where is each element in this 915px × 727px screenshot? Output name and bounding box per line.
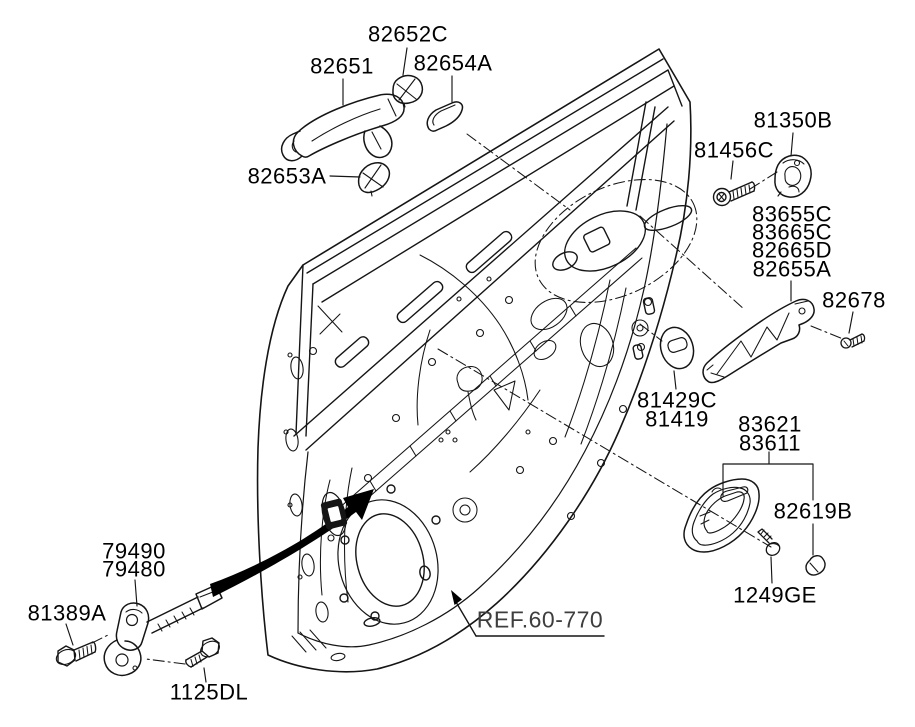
part-label-83665C: 83665C: [751, 219, 833, 245]
part-label-82653A: 82653A: [247, 163, 327, 189]
label-leader-lines: [65, 47, 854, 683]
ref-callout-arrow: [451, 590, 605, 637]
part-plug-81429C: [659, 326, 695, 370]
part-bolt-1125DL: [185, 637, 220, 668]
part-label-83611: 83611: [738, 430, 802, 456]
part-label-81429C: 81429C: [636, 387, 718, 413]
ref-label-60-770: REF.60-770: [476, 606, 604, 633]
door-checker-strap-arrow: [210, 489, 374, 597]
part-label-82665D: 82665D: [751, 237, 833, 263]
part-label-1249GE: 1249GE: [733, 582, 817, 608]
part-label-82651: 82651: [310, 53, 374, 79]
part-outside-handle-82651: [280, 93, 405, 162]
part-handle-base-83655C: [702, 298, 815, 384]
part-label-81350B: 81350B: [753, 107, 833, 133]
part-screw-81456C: [712, 181, 756, 207]
part-label-82654A: 82654A: [413, 50, 493, 76]
part-screw-82678: [840, 333, 866, 349]
assembly-alignment-lines: [91, 133, 844, 665]
part-label-81456C: 81456C: [693, 137, 775, 163]
part-handle-cap-82653A: [357, 162, 391, 197]
part-label-83621: 83621: [738, 411, 802, 437]
part-label-81419: 81419: [645, 406, 709, 432]
part-handle-pad-82654A: [426, 101, 464, 132]
part-label-81389A: 81389A: [27, 600, 107, 626]
part-screw-1249GE: [757, 528, 781, 556]
part-door-checker-79490: [103, 584, 223, 677]
part-cap-82619B: [805, 555, 826, 576]
part-label-82678: 82678: [822, 287, 886, 313]
part-label-79490: 79490: [102, 538, 166, 564]
part-inside-handle-83621: [683, 478, 760, 553]
part-label-82619B: 82619B: [773, 498, 853, 524]
part-bolt-81389A: [55, 641, 97, 667]
door-panel-drawing: [256, 48, 693, 673]
part-label-83655C: 83655C: [751, 201, 833, 227]
part-label-79480: 79480: [102, 556, 166, 582]
part-door-latch-81350B: [774, 154, 812, 198]
part-label-82655A: 82655A: [752, 256, 832, 282]
part-label-82652C: 82652C: [367, 21, 449, 47]
part-handle-cap-82652C: [392, 74, 424, 108]
part-label-1125DL: 1125DL: [169, 679, 249, 705]
